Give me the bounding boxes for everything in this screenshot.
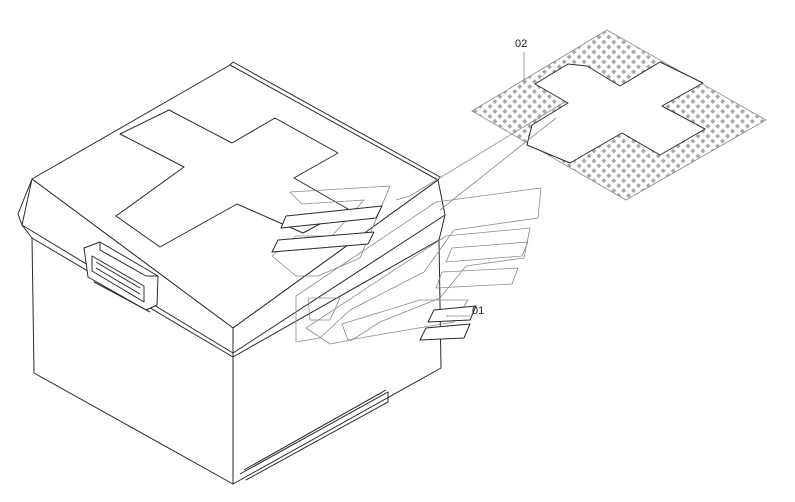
callout-01-label: 01: [472, 305, 484, 317]
callout-02: 02: [515, 38, 527, 50]
box-base-rim: [239, 391, 389, 481]
box-body-side: [232, 239, 442, 485]
stripe-bar-4: [427, 305, 477, 323]
leader-lines: [395, 52, 564, 317]
first-aid-box: [17, 61, 446, 485]
part-02-cross-decal: [471, 29, 767, 201]
callout-01: 01: [472, 305, 484, 317]
part-01-stripes: [271, 185, 542, 345]
stripe-frame-2: [295, 187, 542, 343]
lid-cross: [115, 109, 349, 248]
stripe-bar-1: [280, 205, 383, 229]
stripe-bar-3: [419, 323, 471, 341]
stripe-frame-3: [305, 227, 531, 345]
stripe-bar-2: [271, 231, 375, 253]
latch: [83, 241, 159, 313]
callout-02-label: 02: [515, 38, 527, 50]
decal-cross-shape: [526, 61, 706, 164]
